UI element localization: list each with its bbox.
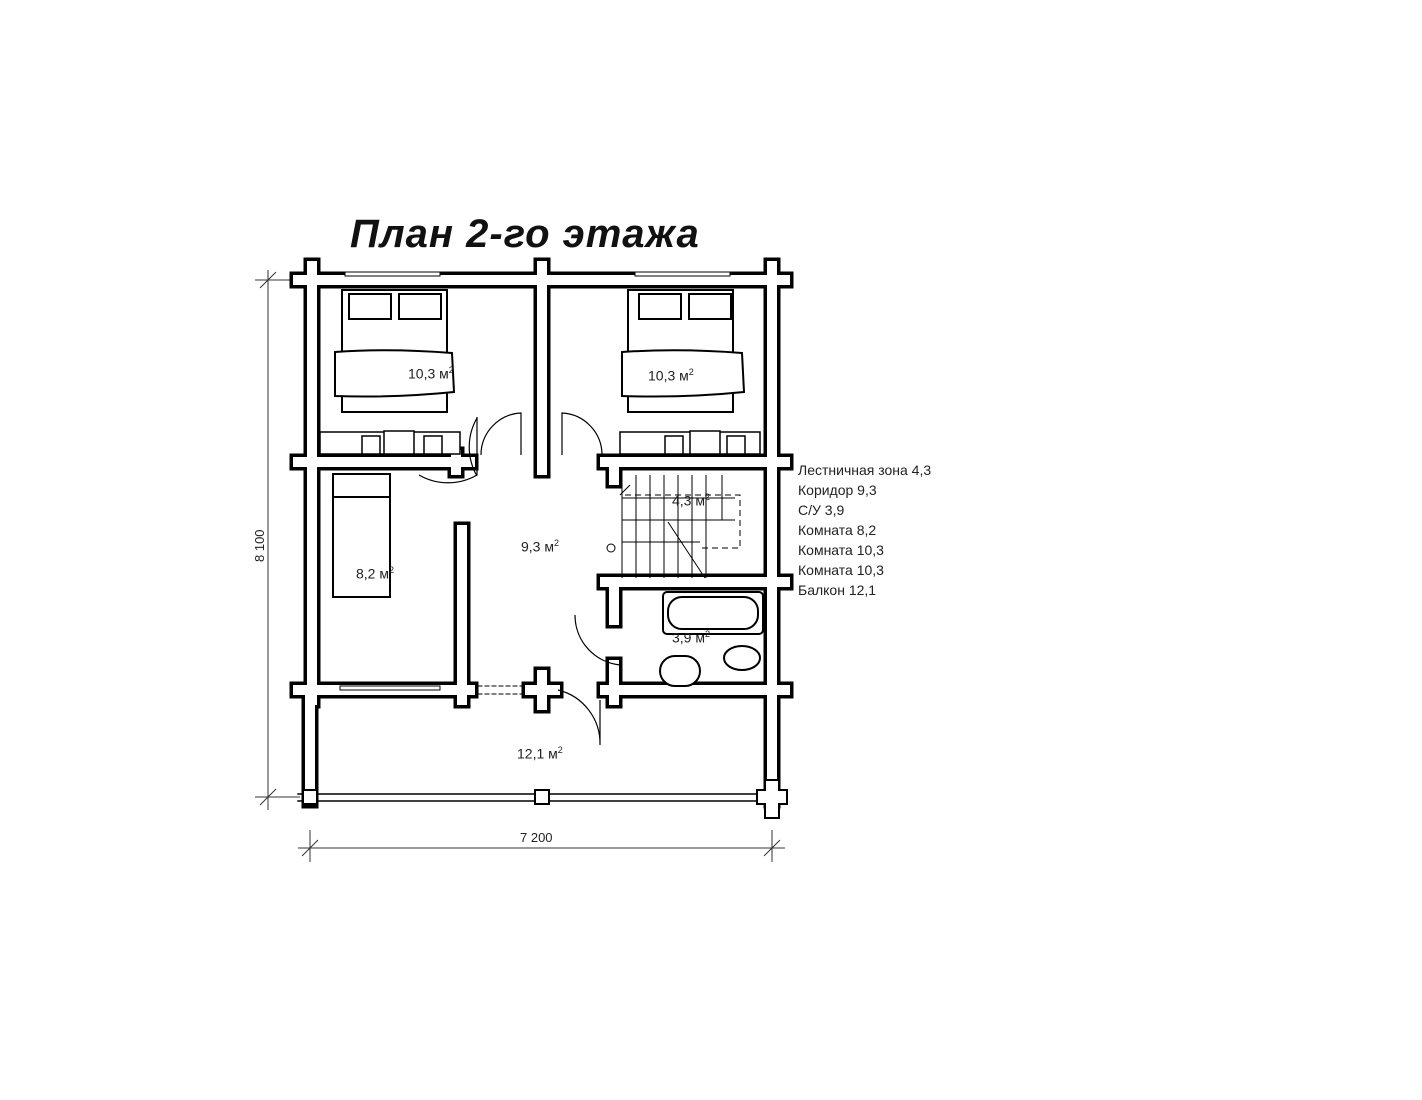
legend-item: Лестничная зона 4,3 <box>798 462 932 478</box>
stairs <box>606 475 741 579</box>
area-value: 9,3 м <box>521 538 554 555</box>
area-unit-sup: 2 <box>553 538 559 548</box>
area-value: 10,3 м <box>408 365 449 382</box>
area-unit-sup: 2 <box>448 365 454 375</box>
pillow <box>398 293 442 320</box>
area-value: 3,9 м <box>672 629 705 646</box>
area-corridor: 9,3 м2 <box>521 538 559 555</box>
area-value: 10,3 м <box>648 367 689 384</box>
dimension-lines <box>255 270 785 862</box>
area-value: 4,3 м <box>672 492 705 509</box>
pillow <box>348 293 392 320</box>
dimension-width: 7 200 <box>520 830 553 845</box>
area-unit-sup: 2 <box>388 565 394 575</box>
doors <box>418 412 621 746</box>
area-bathroom: 3,9 м2 <box>672 629 710 646</box>
area-unit-sup: 2 <box>704 629 710 639</box>
area-value: 8,2 м <box>356 565 389 582</box>
area-unit-sup: 2 <box>704 492 710 502</box>
room-legend: Лестничная зона 4,3 Коридор 9,3 С/У 3,9 … <box>798 460 931 600</box>
dimension-height: 8 100 <box>252 529 267 562</box>
legend-item: Балкон 12,1 <box>798 582 877 598</box>
legend-item: Комната 10,3 <box>798 542 884 558</box>
toilet <box>723 645 761 671</box>
legend-item: С/У 3,9 <box>798 502 845 518</box>
area-unit-sup: 2 <box>557 745 563 755</box>
area-balcony: 12,1 м2 <box>517 745 563 762</box>
area-stairs: 4,3 м2 <box>672 492 710 509</box>
area-unit-sup: 2 <box>688 367 694 377</box>
plan-title: План 2-го этажа <box>350 212 700 256</box>
area-small-room: 8,2 м2 <box>356 565 394 582</box>
walls <box>289 257 794 819</box>
sink <box>659 655 701 687</box>
area-bedroom-left: 10,3 м2 <box>408 365 454 382</box>
blanket <box>334 349 456 398</box>
bed-small <box>332 473 391 598</box>
legend-item: Коридор 9,3 <box>798 482 877 498</box>
area-value: 12,1 м <box>517 745 558 762</box>
furniture <box>319 289 764 687</box>
legend-item: Комната 10,3 <box>798 562 884 578</box>
legend-item: Комната 8,2 <box>798 522 877 538</box>
area-bedroom-right: 10,3 м2 <box>648 367 694 384</box>
